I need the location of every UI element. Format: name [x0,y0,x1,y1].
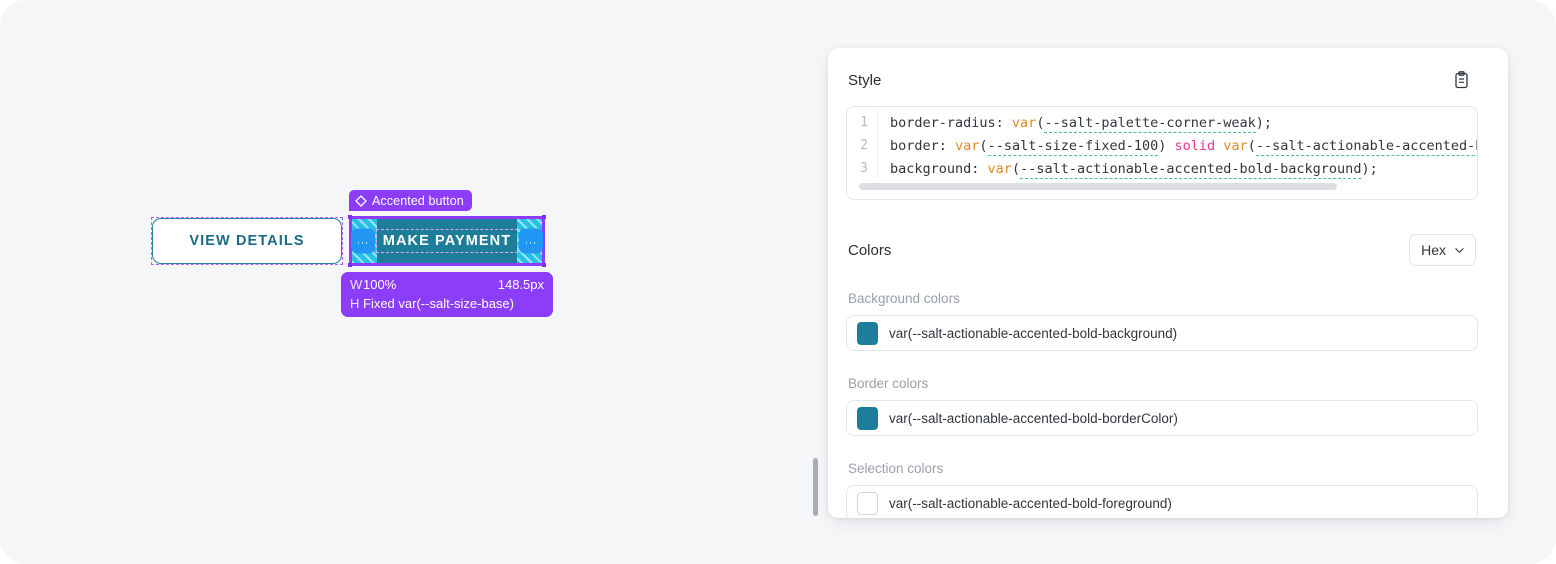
color-format-select[interactable]: Hex [1409,234,1476,266]
code-token: var [1011,115,1037,131]
dimensions-width-row: W 100% 148.5px [341,275,553,294]
code-token: ( [1011,161,1021,177]
make-payment-button[interactable]: MAKE PAYMENT ... ... [348,215,546,267]
padding-handle-left-label: ... [356,234,370,247]
view-details-label: VIEW DETAILS [189,233,305,249]
panel-vertical-scrollbar[interactable] [813,458,818,516]
color-swatch[interactable] [857,406,878,430]
dimensions-height-key: H [350,296,360,311]
code-token: ) [1158,138,1175,154]
selection-color-row[interactable]: var(--salt-actionable-accented-bold-fore… [846,485,1478,518]
dimensions-height-mode-label: Fixed [363,296,395,311]
code-token: var [1223,138,1248,154]
diamond-icon [355,194,367,207]
selection-colors-label: Selection colors [848,461,944,476]
code-token: var [987,161,1012,177]
background-colors-label: Background colors [848,291,960,306]
dimensions-height-value: var(--salt-size-base) [398,296,514,311]
selection-badge[interactable]: Accented button [349,190,472,211]
code-token: ( [1247,138,1256,154]
code-line-number: 3 [860,161,868,176]
border-color-row[interactable]: var(--salt-actionable-accented-bold-bord… [846,400,1478,436]
style-code-editor[interactable]: 1 border-radius: var(--salt-palette-corn… [846,106,1478,200]
code-token: ); [1255,115,1273,131]
color-swatch[interactable] [857,491,878,515]
code-token: ); [1361,161,1378,177]
dimensions-height-row: H Fixed var(--salt-size-base) [341,294,553,313]
code-token: ( [979,138,988,154]
code-line-number: 1 [860,115,868,130]
code-line-number: 2 [860,138,868,153]
code-token: background: [890,161,988,177]
make-payment-border-box: MAKE PAYMENT ... ... [348,215,546,267]
code-token: border-radius: [890,115,1012,131]
code-token-variable[interactable]: --salt-palette-corner-weak [1044,115,1256,133]
padding-handle-left[interactable]: ... [351,228,375,254]
code-line-text: background: var(--salt-actionable-accent… [877,161,1378,179]
style-code-lines: 1 border-radius: var(--salt-palette-corn… [847,107,1477,184]
resize-nub-bottom-left[interactable] [348,263,352,267]
dimensions-tooltip: W 100% 148.5px H Fixed var(--salt-size-b… [341,272,553,317]
code-line: 3 background: var(--salt-actionable-acce… [847,161,1477,184]
inspector-panel: Style 1 border-radius: [828,48,1508,518]
dimensions-width-mode: 100% [363,277,397,292]
dimensions-width-key: W [350,277,363,292]
padding-handle-right-label: ... [524,234,538,247]
style-section-header: Style [846,68,1478,92]
code-token-variable[interactable]: --salt-size-fixed-100 [987,138,1159,156]
view-details-selection-outline [151,217,343,265]
style-section-title: Style [848,71,882,89]
color-swatch[interactable] [857,321,878,345]
padding-handle-right[interactable]: ... [519,228,543,254]
color-value: var(--salt-actionable-accented-bold-back… [889,325,1178,341]
color-format-value: Hex [1421,242,1446,258]
border-colors-label: Border colors [848,376,929,391]
code-token: border: [890,138,956,154]
resize-nub-bottom-right[interactable] [542,263,546,267]
make-payment-content-box: MAKE PAYMENT [375,219,519,263]
colors-section-header: Colors Hex [846,234,1478,266]
code-token-variable[interactable]: --salt-actionable-accented-bold-backgrou… [1020,161,1362,179]
resize-nub-top-left[interactable] [348,215,352,219]
code-gutter-divider [877,109,878,178]
dimensions-width-value: 148.5px [497,277,544,292]
color-value: var(--salt-actionable-accented-bold-fore… [889,495,1172,511]
code-line: 1 border-radius: var(--salt-palette-corn… [847,115,1477,138]
selection-badge-label: Accented button [372,193,464,208]
code-token: ( [1036,115,1045,131]
code-line: 2 border: var(--salt-size-fixed-100) sol… [847,138,1477,161]
color-value: var(--salt-actionable-accented-bold-bord… [889,410,1178,426]
code-token-keyword: solid [1174,138,1216,154]
colors-section-title: Colors [848,241,892,259]
code-token: var [955,138,980,154]
resize-nub-top-right[interactable] [542,215,546,219]
view-details-button[interactable]: VIEW DETAILS [151,217,343,265]
design-canvas[interactable]: Accented button VIEW DETAILS MAKE PAYMEN… [0,0,812,564]
code-line-text: border-radius: var(--salt-palette-corner… [877,115,1273,133]
chevron-down-icon [1455,247,1464,253]
clipboard-icon[interactable] [1450,68,1472,92]
code-horizontal-scrollbar[interactable] [859,183,1337,190]
code-token-variable[interactable]: --salt-actionable-accented-bold-borderCo… [1255,138,1477,156]
dimensions-height-mode: Fixed var(--salt-size-base) [363,296,544,311]
code-line-text: border: var(--salt-size-fixed-100) solid… [877,138,1477,156]
background-color-row[interactable]: var(--salt-actionable-accented-bold-back… [846,315,1478,351]
make-payment-label: MAKE PAYMENT [375,229,519,253]
